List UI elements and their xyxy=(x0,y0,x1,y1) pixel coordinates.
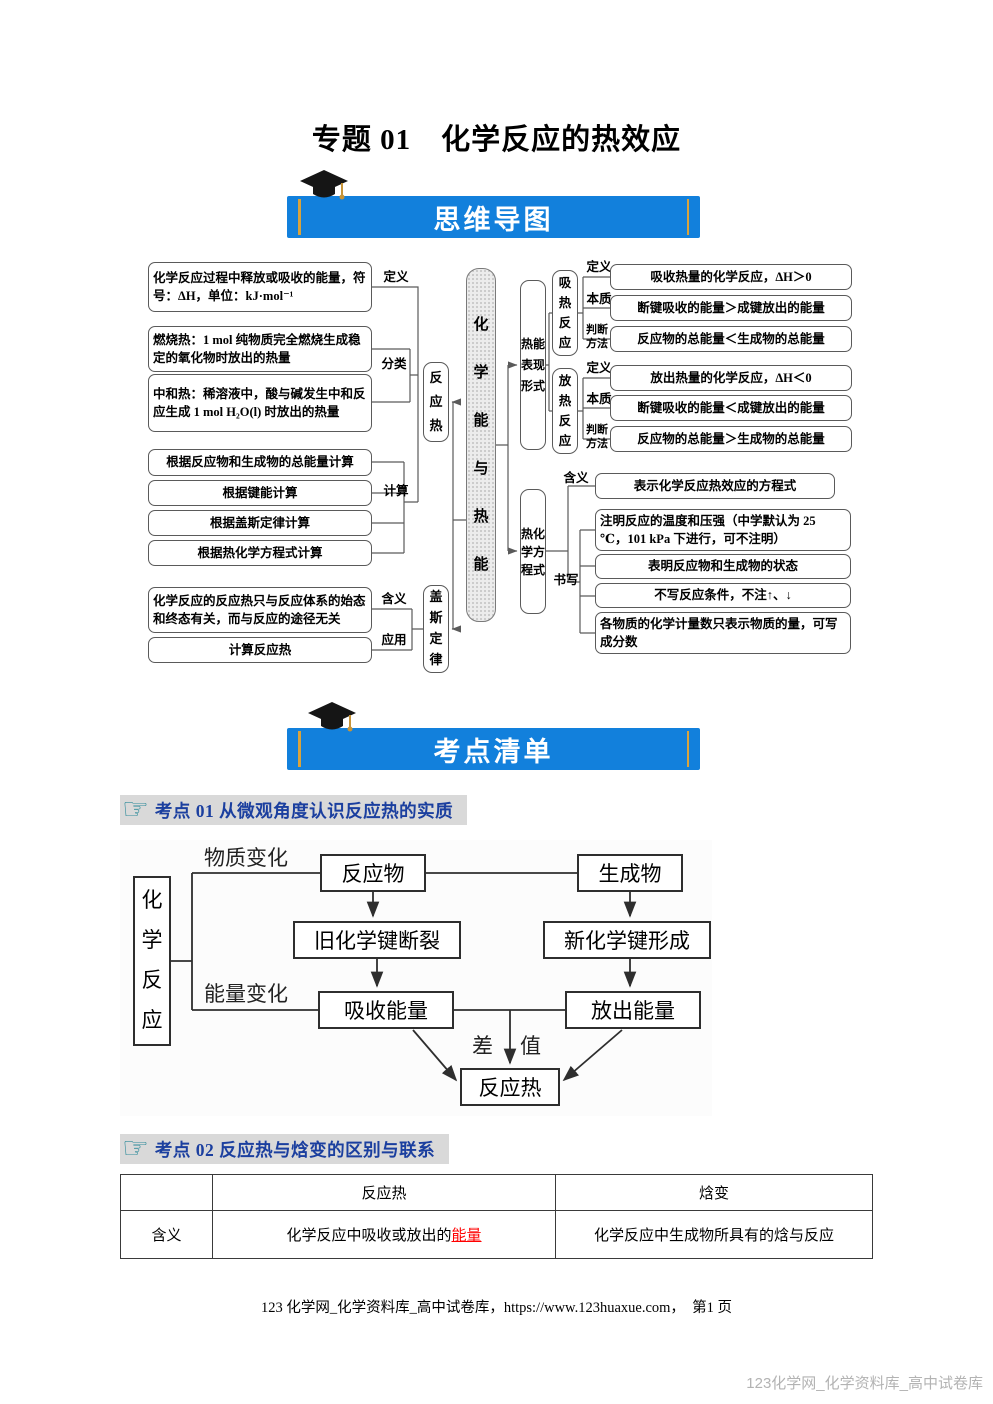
flowchart-box-reaction-heat: 反应热 xyxy=(460,1068,560,1106)
banner-stripe xyxy=(686,731,689,767)
mindmap-label-definition: 定义 xyxy=(383,270,409,284)
kaodian-banner-title: 考点清单 xyxy=(433,736,554,767)
pointing-hand-icon: ☞ xyxy=(122,1131,149,1166)
mindmap-box-calc-thermo-eq: 根据热化学方程式计算 xyxy=(148,540,372,566)
flowchart-label-energy-change: 能量变化 xyxy=(204,982,288,1006)
banner-stripe xyxy=(686,199,689,235)
graduation-cap-icon xyxy=(306,700,358,743)
mindmap-connectors xyxy=(372,276,610,651)
mindmap-label-endo-def: 定义 xyxy=(586,260,612,274)
mindmap-box-combustion-heat: 燃烧热：1 mol 纯物质完全燃烧生成稳定的氧化物时放出的热量 xyxy=(148,326,372,372)
comparison-table: 反应热 焓变 含义 化学反应中吸收或放出的能量 化学反应中生成物所具有的焓与反应 xyxy=(120,1174,873,1259)
flowchart-label-difference-right: 值 xyxy=(520,1034,541,1058)
heading-kaodian-01-text: 考点 01 从微观角度认识反应热的实质 xyxy=(154,800,454,821)
mindmap-label-hess-apply: 应用 xyxy=(381,633,407,647)
mindmap-banner: 思维导图 xyxy=(287,196,700,238)
mindmap-box-exo-def: 放出热量的化学反应，ΔH＜0 xyxy=(610,365,852,391)
mindmap-box-thermo-write3: 不写反应条件，不注↑、↓ xyxy=(595,583,851,608)
mindmap-box-calc-total-energy: 根据反应物和生成物的总能量计算 xyxy=(148,449,372,476)
mindmap-banner-title: 思维导图 xyxy=(433,204,554,235)
mindmap-box-hess-meaning: 化学反应的反应热只与反应体系的始态和终态有关，而与反应的途径无关 xyxy=(148,587,372,633)
mindmap-center-node: 化学能与热能 xyxy=(466,268,496,622)
mindmap-box-calc-bond-energy: 根据键能计算 xyxy=(148,480,372,506)
page-footer: 123 化学网_化学资料库_高中试卷库，https://www.123huaxu… xyxy=(260,1300,733,1316)
mindmap-node-hess-law: 盖斯定律 xyxy=(423,585,449,673)
banner-stripe xyxy=(298,199,301,235)
table-cell-reaction-text: 化学反应中吸收或放出的 xyxy=(286,1228,452,1244)
table-header-reaction-heat: 反应热 xyxy=(212,1174,556,1211)
mindmap-label-endo-judge: 判断方法 xyxy=(586,324,608,350)
mindmap-box-hess-apply: 计算反应热 xyxy=(148,637,372,663)
table-header-empty xyxy=(120,1174,213,1211)
mindmap-box-endo-def: 吸收热量的化学反应，ΔH＞0 xyxy=(610,264,852,290)
mindmap-node-reaction-heat: 反应热 xyxy=(423,362,449,442)
mindmap-label-exo-essence: 本质 xyxy=(586,392,612,406)
mindmap-box-calc-hess-law: 根据盖斯定律计算 xyxy=(148,510,372,536)
mindmap-box-endo-essence: 断键吸收的能量＞成键放出的能量 xyxy=(610,295,852,321)
flowchart-label-substance-change: 物质变化 xyxy=(204,846,288,870)
mindmap-node-exothermic: 放热反应 xyxy=(552,368,578,454)
flowchart-label-difference-left: 差 xyxy=(472,1034,493,1058)
reaction-heat-flowchart: 化学反应 物质变化 能量变化 反应物 生成物 旧化学键断裂 新化学键形成 吸收能… xyxy=(120,840,712,1116)
mindmap-box-endo-judge: 反应物的总能量＜生成物的总能量 xyxy=(610,326,852,352)
heading-kaodian-01: ☞ 考点 01 从微观角度认识反应热的实质 xyxy=(120,792,468,827)
mindmap-label-hess-meaning: 含义 xyxy=(381,592,407,606)
heading-kaodian-02: ☞ 考点 02 反应热与焓变的区别与联系 xyxy=(120,1131,450,1166)
table-cell-highlighted-term: 能量 xyxy=(451,1228,482,1244)
mindmap-box-thermo-write2: 表明反应物和生成物的状态 xyxy=(595,554,851,579)
mindmap-box-exo-judge: 反应物的总能量＞生成物的总能量 xyxy=(610,426,852,452)
pointing-hand-icon: ☞ xyxy=(122,792,149,827)
page-title: 专题 01 化学反应的热效应 xyxy=(311,124,682,156)
flowchart-box-reactants: 反应物 xyxy=(320,854,426,892)
table-row-label: 含义 xyxy=(120,1210,213,1259)
banner-stripe xyxy=(298,731,301,767)
mindmap-box-definition: 化学反应过程中释放或吸收的能量，符号：ΔH，单位：kJ·mol⁻¹ xyxy=(148,262,372,312)
flowchart-box-new-bonds-form: 新化学键形成 xyxy=(543,921,711,959)
kaodian-banner: 考点清单 xyxy=(287,728,700,770)
flowchart-connectors xyxy=(171,872,637,1082)
mindmap-label-calculation: 计算 xyxy=(383,484,409,498)
flowchart-box-release-energy: 放出能量 xyxy=(565,991,701,1029)
graduation-cap-icon xyxy=(298,168,350,211)
mindmap-diagram: 化学反应过程中释放或吸收的能量，符号：ΔH，单位：kJ·mol⁻¹ 燃烧热：1 … xyxy=(128,252,868,673)
flowchart-box-absorb-energy: 吸收能量 xyxy=(318,991,454,1029)
table-header-enthalpy: 焓变 xyxy=(555,1174,873,1211)
heading-kaodian-02-text: 考点 02 反应热与焓变的区别与联系 xyxy=(154,1139,436,1160)
mindmap-node-heat-forms: 热能表现形式 xyxy=(520,280,546,450)
mindmap-label-classification: 分类 xyxy=(381,357,407,371)
mindmap-box-thermo-write4: 各物质的化学计量数只表示物质的量，可写成分数 xyxy=(595,612,851,654)
table-cell-reaction-heat: 化学反应中吸收或放出的能量 xyxy=(212,1210,556,1259)
mindmap-box-thermo-meaning: 表示化学反应热效应的方程式 xyxy=(595,473,835,499)
flowchart-box-old-bonds-break: 旧化学键断裂 xyxy=(293,921,461,959)
mindmap-label-endo-essence: 本质 xyxy=(586,292,612,306)
mindmap-box-neutralization-heat: 中和热：稀溶液中，酸与碱发生中和反应生成 1 mol H₂O(l) 时放出的热量 xyxy=(148,374,372,432)
mindmap-node-thermo-equation: 热化学方程式 xyxy=(520,489,546,614)
mindmap-label-thermo-meaning: 含义 xyxy=(563,471,589,485)
mindmap-label-exo-def: 定义 xyxy=(586,361,612,375)
flowchart-box-products: 生成物 xyxy=(577,854,683,892)
mindmap-node-endothermic: 吸热反应 xyxy=(552,270,578,356)
flowchart-root-chemical-reaction: 化学反应 xyxy=(133,876,171,1046)
mindmap-label-exo-judge: 判断方法 xyxy=(586,424,608,450)
watermark: 123化学网_化学资料库_高中试卷库 xyxy=(746,1375,983,1392)
mindmap-box-thermo-write1: 注明反应的温度和压强（中学默认为 25 ℃，101 kPa 下进行，可不注明） xyxy=(595,509,851,551)
mindmap-label-thermo-write: 书写 xyxy=(553,573,579,587)
table-cell-enthalpy: 化学反应中生成物所具有的焓与反应 xyxy=(555,1210,873,1259)
mindmap-box-exo-essence: 断键吸收的能量＜成键放出的能量 xyxy=(610,395,852,421)
